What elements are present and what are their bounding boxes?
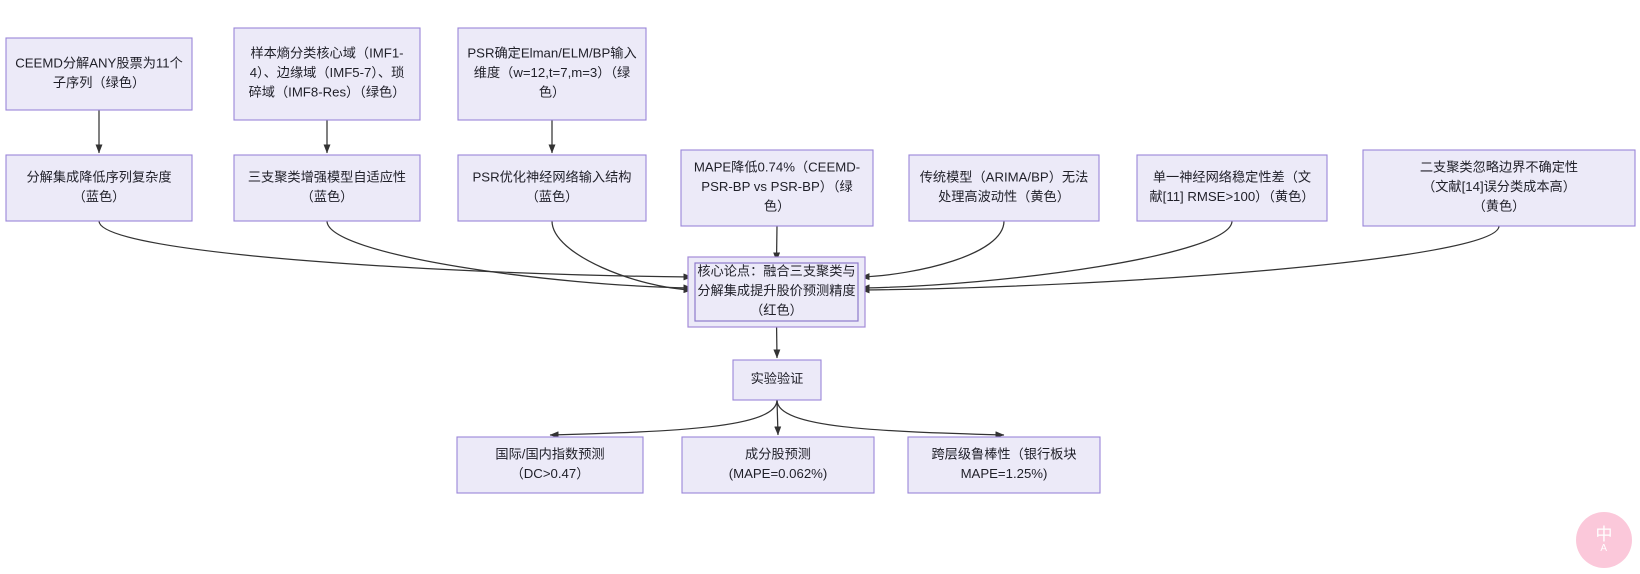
node-label-line: 成分股预测	[745, 447, 811, 462]
node-label: 样本熵分类核心域（IMF1- 4）、边缘域（IMF5-7）、琐碎域（IMF8-Re…	[249, 46, 406, 100]
edge-three_way_adaptive-to-core_claim	[326, 220, 693, 292]
node-label: 国际/国内指数预测 （DC>0.47）	[495, 447, 604, 482]
node-label: MAPE降低0.74%（CEEMD- PSR-BP vs PSR-BP）（绿色）	[694, 160, 860, 214]
node-label-line: 实验验证	[751, 371, 804, 386]
node-frame	[457, 27, 647, 121]
node-ceemd-decompose[interactable]: CEEMD分解ANY股票为11个子序列（绿色）	[5, 37, 193, 111]
node-label-line: （文献[14]误分类成本高）	[1422, 178, 1576, 194]
node-single-nn-unstable[interactable]: 单一神经网络稳定性差（文献[11] RMSE>100）（黄色）	[1136, 154, 1328, 222]
node-psr-dimension[interactable]: PSR确定Elman/ELM/BP输入维度（w=12,t=7,m=3）（绿色）	[457, 27, 647, 121]
node-frame	[457, 154, 647, 222]
node-label: CEEMD分解ANY股票为11个子序列（绿色）	[15, 56, 183, 91]
node-label: PSR优化神经网络输入结构 （蓝色）	[473, 170, 632, 205]
node-three-way-adaptive[interactable]: 三支聚类增强模型自适应性 （蓝色）	[233, 154, 421, 222]
node-label-line: （蓝色）	[526, 188, 579, 204]
node-label: PSR确定Elman/ELM/BP输入维度（w=12,t=7,m=3）（绿色）	[467, 46, 636, 100]
node-frame	[907, 436, 1101, 494]
node-frame	[5, 154, 193, 222]
node-label-line: 碎域（IMF8-Res）（绿色）	[249, 84, 406, 100]
node-label-line: （DC>0.47）	[511, 466, 590, 481]
node-frame	[681, 436, 875, 494]
node-index-forecast[interactable]: 国际/国内指数预测 （DC>0.47）	[456, 436, 644, 494]
edge-experiment-to-index_forecast	[549, 399, 778, 439]
node-label-line: 二支聚类忽略边界不确定性	[1420, 160, 1578, 175]
node-label: 单一神经网络稳定性差（文献[11] RMSE>100）（黄色）	[1149, 170, 1314, 205]
node-label-line: （蓝色）	[301, 188, 354, 204]
edge-two_way_boundary-to-core_claim	[860, 225, 1500, 294]
node-label-line: 献[11] RMSE>100）（黄色）	[1149, 188, 1314, 204]
node-label-line: MAPE降低0.74%（CEEMD-	[694, 160, 860, 175]
node-label-line: 4）、边缘域（IMF5-7）、琐	[250, 64, 405, 80]
node-frame	[233, 154, 421, 222]
node-label-line: 传统模型（ARIMA/BP）无法	[920, 170, 1089, 185]
node-frame	[732, 359, 822, 401]
node-label-line: CEEMD分解ANY股票为11个	[15, 56, 183, 71]
node-label: 成分股预测 (MAPE=0.062%)	[729, 447, 828, 482]
node-reduce-complexity[interactable]: 分解集成降低序列复杂度 （蓝色）	[5, 154, 193, 222]
node-frame	[680, 149, 874, 227]
node-label-line: 核心论点：融合三支聚类与	[697, 264, 855, 279]
node-frame	[456, 436, 644, 494]
node-frame	[233, 27, 421, 121]
node-label-line: 分解集成降低序列复杂度	[26, 170, 171, 185]
node-constituent-forecast[interactable]: 成分股预测 (MAPE=0.062%)	[681, 436, 875, 494]
core-node-inner-frame	[694, 262, 859, 322]
node-label: 二支聚类忽略边界不确定性 （文献[14]误分类成本高） （黄色）	[1420, 160, 1578, 214]
node-two-way-boundary[interactable]: 二支聚类忽略边界不确定性 （文献[14]误分类成本高） （黄色）	[1362, 149, 1636, 227]
node-label-line: PSR-BP vs PSR-BP）（绿	[701, 179, 852, 194]
node-label-line: 处理高波动性（黄色）	[938, 188, 1070, 204]
node-core-claim[interactable]: 核心论点：融合三支聚类与分解集成提升股价预测精度 （红色）	[687, 256, 866, 328]
node-psr-optimize[interactable]: PSR优化神经网络输入结构 （蓝色）	[457, 154, 647, 222]
node-label: 跨层级鲁棒性（银行板块 MAPE=1.25%)	[931, 447, 1076, 482]
node-frame	[5, 37, 193, 111]
node-mape-reduce[interactable]: MAPE降低0.74%（CEEMD- PSR-BP vs PSR-BP）（绿色）	[680, 149, 874, 227]
edge-traditional_model-to-core_claim	[860, 220, 1005, 281]
edge-psr_optimize-to-core_claim	[551, 220, 693, 294]
node-label-line: 样本熵分类核心域（IMF1-	[250, 46, 403, 61]
edge-single_nn_unstable-to-core_claim	[860, 220, 1233, 292]
node-label: 传统模型（ARIMA/BP）无法处理高波动性（黄色）	[920, 170, 1089, 205]
node-experiment[interactable]: 实验验证	[732, 359, 822, 401]
node-label-line: （蓝色）	[73, 188, 126, 204]
node-label-line: 跨层级鲁棒性（银行板块	[931, 447, 1076, 462]
node-frame	[1136, 154, 1328, 222]
node-label: 核心论点：融合三支聚类与分解集成提升股价预测精度 （红色）	[697, 264, 855, 318]
node-label-line: （黄色）	[1473, 198, 1526, 214]
edge-experiment-to-cross_level_robust	[776, 399, 1005, 439]
node-label: 实验验证	[751, 371, 804, 386]
node-cross-level-robust[interactable]: 跨层级鲁棒性（银行板块 MAPE=1.25%)	[907, 436, 1101, 494]
node-label-line: 维度（w=12,t=7,m=3）（绿	[474, 65, 630, 80]
node-label-line: 子序列（绿色）	[53, 74, 145, 90]
node-label-line: 分解集成提升股价预测精度	[697, 283, 855, 298]
edge-mape_reduce-to-core_claim	[773, 225, 781, 262]
node-label-line: （红色）	[750, 302, 803, 318]
node-frame	[908, 154, 1100, 222]
node-label-line: (MAPE=0.062%)	[729, 466, 828, 481]
node-label-line: MAPE=1.25%)	[961, 466, 1048, 481]
node-label-line: 单一神经网络稳定性差（文	[1153, 170, 1311, 185]
edge-experiment-to-constituent_forecast	[774, 399, 782, 436]
node-layer: CEEMD分解ANY股票为11个子序列（绿色） 样本熵分类核心域（IMF1- 4）、…	[5, 27, 1636, 494]
node-sample-entropy[interactable]: 样本熵分类核心域（IMF1- 4）、边缘域（IMF5-7）、琐碎域（IMF8-Re…	[233, 27, 421, 121]
node-label-line: 国际/国内指数预测	[495, 447, 604, 462]
node-label-line: 三支聚类增强模型自适应性	[248, 170, 406, 185]
node-label-line: PSR优化神经网络输入结构	[473, 170, 632, 185]
edge-reduce_complexity-to-core_claim	[98, 220, 693, 281]
node-label-line: 色）	[764, 198, 790, 214]
node-label: 三支聚类增强模型自适应性 （蓝色）	[248, 170, 406, 205]
node-label: 分解集成降低序列复杂度 （蓝色）	[26, 170, 171, 205]
node-frame	[1362, 149, 1636, 227]
node-label-line: 色）	[539, 84, 565, 100]
node-traditional-model[interactable]: 传统模型（ARIMA/BP）无法处理高波动性（黄色）	[908, 154, 1100, 222]
edge-layer	[95, 110, 1500, 439]
node-label-line: PSR确定Elman/ELM/BP输入	[467, 46, 636, 61]
